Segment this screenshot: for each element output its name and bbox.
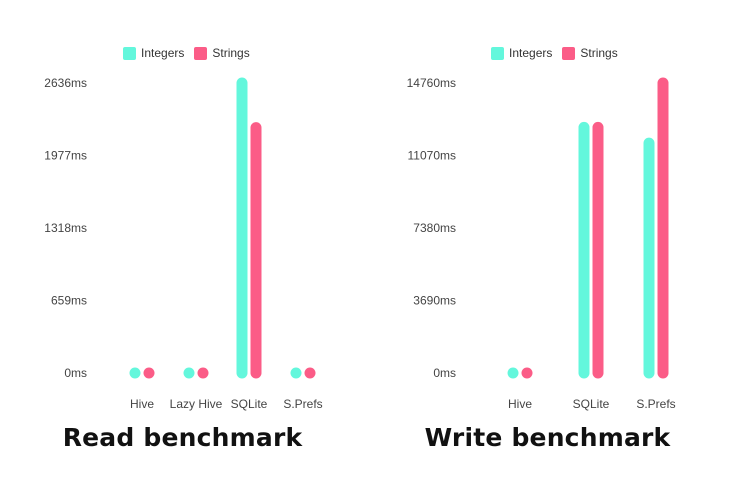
x-tick-label: SQLite <box>573 397 610 411</box>
y-tick-label: 0ms <box>433 366 456 380</box>
write-benchmark-panel: Integers Strings 0ms 3690ms 7380ms 11070ms 1… <box>365 0 730 498</box>
write-chart-title: Write benchmark <box>424 423 671 452</box>
y-tick-label: 7380ms <box>413 221 456 235</box>
legend-item-integers: Integers <box>491 46 552 60</box>
y-tick-label: 0ms <box>64 366 87 380</box>
y-tick-label: 1318ms <box>44 221 87 235</box>
x-tick-label: Hive <box>130 397 154 411</box>
strings-swatch <box>562 46 576 60</box>
read-chart-title: Read benchmark <box>62 423 303 452</box>
x-tick-label: Hive <box>508 397 532 411</box>
y-tick-label: 3690ms <box>413 294 456 308</box>
y-tick-label: 659ms <box>51 294 87 308</box>
legend-label-integers: Integers <box>141 46 185 60</box>
write-legend: Integers Strings <box>491 44 628 62</box>
read-benchmark-panel: Integers Strings 0ms 659ms 1318ms 1977ms 263… <box>44 44 322 452</box>
legend-item-integers: Integers <box>123 46 184 60</box>
legend-item-strings: Strings <box>194 46 250 60</box>
legend-label-strings: Strings <box>580 46 618 60</box>
y-tick-label: 1977ms <box>44 149 87 163</box>
legend-item-strings: Strings <box>562 46 618 60</box>
strings-swatch <box>194 46 208 60</box>
y-tick-label: 2636ms <box>44 76 87 90</box>
y-tick-label: 14760ms <box>407 76 456 90</box>
x-tick-label: S.Prefs <box>283 397 322 411</box>
integers-swatch <box>491 46 504 60</box>
integers-swatch <box>123 46 136 60</box>
legend-label-strings: Strings <box>212 46 250 60</box>
x-tick-label: Lazy Hive <box>170 397 223 411</box>
y-tick-label: 11070ms <box>408 149 456 163</box>
read-legend: Integers Strings <box>123 44 260 62</box>
x-tick-label: SQLite <box>231 397 268 411</box>
x-tick-label: S.Prefs <box>636 397 675 411</box>
legend-label-integers: Integers <box>509 46 553 60</box>
